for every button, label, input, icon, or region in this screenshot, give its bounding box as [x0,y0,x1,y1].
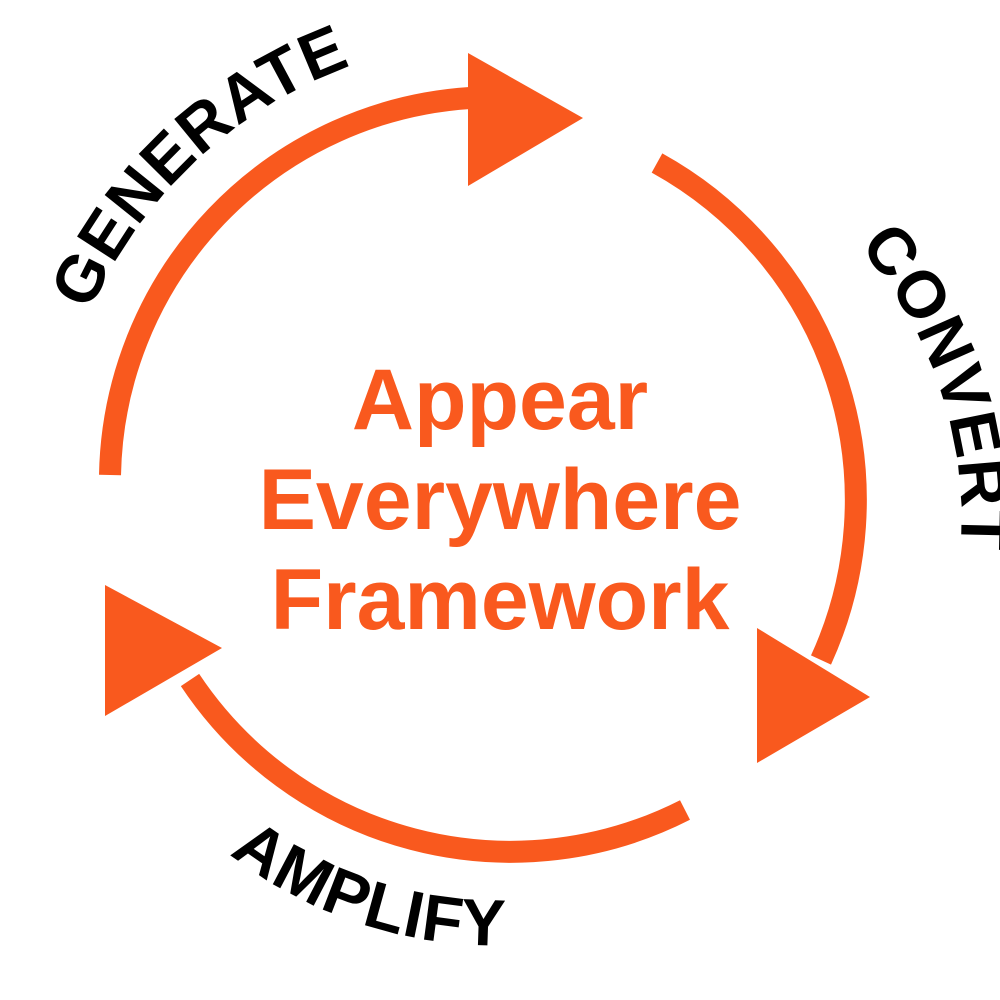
amplify-arrowhead [105,585,222,716]
generate-label: GENERATE [35,10,357,318]
generate-arc [99,87,471,476]
title-line-3: Framework [270,552,730,648]
framework-title: Appear Everywhere Framework [150,350,850,650]
convert-label: CONVERT [848,209,1000,552]
title-line-2: Everywhere [258,452,742,548]
convert-arc [651,153,867,665]
convert-arrowhead [757,628,870,763]
title-line-1: Appear [351,352,649,448]
generate-arrowhead [468,53,583,186]
amplify-arc [180,673,690,863]
